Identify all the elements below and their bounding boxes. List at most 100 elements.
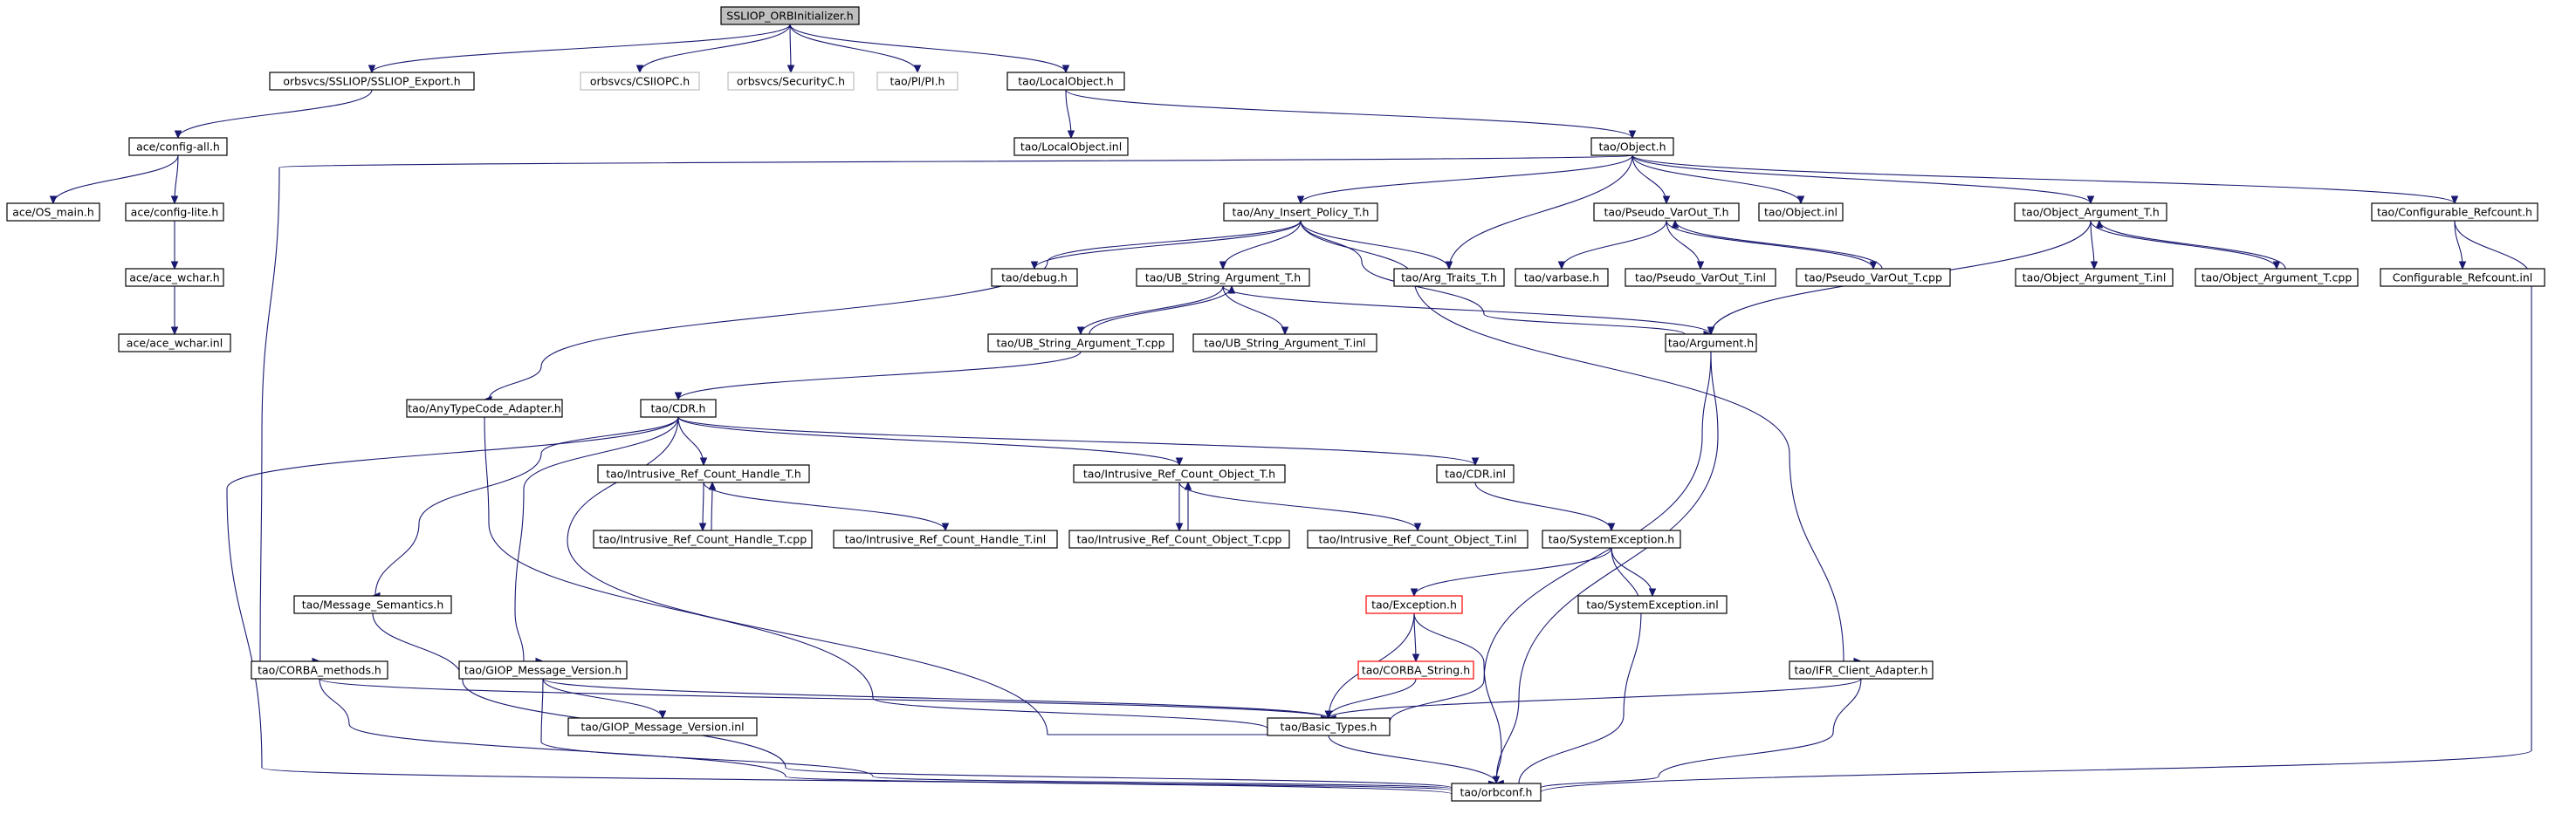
node-sysexc-h[interactable]: tao/SystemException.h (1542, 530, 1681, 549)
edge-argument-to-orbconf (1495, 351, 1719, 784)
edge-arrowhead (1671, 219, 1680, 229)
edge-line (1328, 678, 1862, 719)
node-argument[interactable]: tao/Argument.h (1665, 333, 1757, 352)
node-ssliop-export[interactable]: orbsvcs/SSLIOP/SSLIOP_Export.h (269, 72, 475, 91)
node-box (125, 202, 224, 222)
node-basic-types[interactable]: tao/Basic_Types.h (1267, 717, 1391, 736)
node-localobject-h[interactable]: tao/LocalObject.h (1006, 72, 1125, 91)
edge-config_lite-to-ace_wchar (170, 221, 179, 270)
node-sysexc-inl[interactable]: tao/SystemException.inl (1577, 595, 1728, 614)
edge-ub_string_cpp-to-ub_string (1089, 284, 1236, 335)
edge-arrowhead (1413, 523, 1422, 532)
node-ub-string-cpp[interactable]: tao/UB_String_Argument_T.cpp (987, 333, 1174, 352)
edge-arrowhead (2095, 219, 2104, 229)
edge-line (789, 24, 1067, 73)
node-object-h[interactable]: tao/Object.h (1590, 137, 1674, 156)
edge-cdr_h-to-cdr_inl (677, 416, 1480, 467)
edge-arrowhead (1324, 710, 1333, 720)
node-giop-msg[interactable]: tao/GIOP_Message_Version.h (458, 660, 628, 680)
edge-line (1474, 482, 1612, 531)
node-ifr-client[interactable]: tao/IFR_Client_Adapter.h (1789, 660, 1934, 680)
node-irch-inl[interactable]: tao/Intrusive_Ref_Count_Handle_T.inl (833, 530, 1058, 549)
node-box (1590, 137, 1674, 156)
edge-arrowhead (1412, 653, 1420, 663)
node-msg-sem[interactable]: tao/Message_Semantics.h (293, 595, 452, 614)
node-csiiopc[interactable]: orbsvcs/CSIIOPC.h (580, 72, 700, 91)
node-irch-h[interactable]: tao/Intrusive_Ref_Count_Handle_T.h (597, 464, 810, 483)
node-corba-methods[interactable]: tao/CORBA_methods.h (251, 660, 388, 680)
node-config-lite[interactable]: ace/config-lite.h (125, 202, 224, 222)
node-object-arg-cpp[interactable]: tao/Object_Argument_T.cpp (2195, 268, 2359, 287)
node-box (1758, 202, 1844, 222)
edge-anytypecode-to-basic_types (484, 416, 1330, 729)
node-root[interactable]: SSLIOP_ORBInitializer.h (720, 6, 860, 25)
node-box (125, 268, 224, 287)
node-label: tao/debug.h (1001, 271, 1068, 284)
node-pseudo-varout-inl[interactable]: tao/Pseudo_VarOut_T.inl (1625, 268, 1776, 287)
node-localobject-inl[interactable]: tao/LocalObject.inl (1013, 137, 1129, 156)
node-box (2371, 202, 2538, 222)
node-box (1577, 595, 1728, 614)
node-label: tao/LocalObject.inl (1020, 140, 1122, 154)
node-label: tao/Pseudo_VarOut_T.h (1604, 206, 1728, 219)
node-conf-refcount[interactable]: tao/Configurable_Refcount.h (2371, 202, 2538, 222)
edge-line (373, 416, 679, 597)
node-arg-traits[interactable]: tao/Arg_Traits_T.h (1393, 268, 1505, 287)
node-object-arg-inl[interactable]: tao/Object_Argument_T.inl (2015, 268, 2174, 287)
edge-arrowhead (170, 195, 179, 205)
node-orbconf[interactable]: tao/orbconf.h (1451, 783, 1542, 802)
node-config-all[interactable]: ace/config-all.h (128, 137, 228, 156)
node-irco-cpp[interactable]: tao/Intrusive_Ref_Count_Object_T.cpp (1068, 530, 1290, 549)
edge-sysexc_h-to-sysexc_inl (1611, 547, 1657, 598)
node-object-inl[interactable]: tao/Object.inl (1758, 202, 1844, 222)
node-conf-refcount-inl[interactable]: Configurable_Refcount.inl (2380, 268, 2545, 287)
node-os-main[interactable]: ace/OS_main.h (6, 202, 100, 222)
node-pseudo-varout-cpp[interactable]: tao/Pseudo_VarOut_T.cpp (1796, 268, 1951, 287)
node-box (1625, 268, 1776, 287)
edge-line (1300, 220, 1861, 662)
edge-line (1222, 285, 1712, 335)
node-ace-wchar[interactable]: ace/ace_wchar.h (125, 268, 224, 287)
edge-arrowhead (368, 65, 376, 74)
node-object-arg[interactable]: tao/Object_Argument_T.h (2014, 202, 2167, 222)
node-exception[interactable]: tao/Exception.h (1365, 595, 1463, 614)
node-securityc[interactable]: orbsvcs/SecurityC.h (727, 72, 855, 91)
node-label: tao/SystemException.h (1549, 533, 1674, 546)
edge-line (177, 89, 373, 139)
node-ub-string[interactable]: tao/UB_String_Argument_T.h (1136, 268, 1310, 287)
edge-line (1089, 285, 1233, 335)
node-box (118, 333, 231, 352)
node-corba-string[interactable]: tao/CORBA_String.h (1357, 660, 1474, 680)
node-box (1223, 202, 1378, 222)
node-box (991, 268, 1078, 287)
edge-arrowhead (170, 261, 179, 270)
node-giop-msg-inl[interactable]: tao/GIOP_Message_Version.inl (567, 717, 758, 736)
node-label: ace/ace_wchar.h (129, 271, 219, 284)
node-any-insert[interactable]: tao/Any_Insert_Policy_T.h (1223, 202, 1378, 222)
node-anytypecode[interactable]: tao/AnyTypeCode_Adapter.h (406, 399, 563, 418)
edge-pseudo_varout-to-varbase (1557, 220, 1667, 270)
edge-line (540, 678, 1497, 790)
node-pseudo-varout[interactable]: tao/Pseudo_VarOut_T.h (1593, 202, 1740, 222)
node-cdr-inl[interactable]: tao/CDR.inl (1436, 464, 1515, 483)
node-label: tao/Pseudo_VarOut_T.cpp (1804, 271, 1942, 284)
edge-irco_h-to-irco_inl (1178, 482, 1422, 532)
node-debug[interactable]: tao/debug.h (991, 268, 1078, 287)
node-irco-h[interactable]: tao/Intrusive_Ref_Count_Object_T.h (1073, 464, 1286, 483)
node-pi[interactable]: tao/PI/PI.h (876, 72, 958, 91)
node-ace-wchar-inl[interactable]: ace/ace_wchar.inl (118, 333, 231, 352)
edge-line (1178, 482, 1419, 531)
edge-arrowhead (1219, 261, 1227, 270)
node-cdr-h[interactable]: tao/CDR.h (640, 399, 717, 418)
node-label: tao/GIOP_Message_Version.inl (580, 721, 744, 734)
edge-arrowhead (1696, 261, 1705, 270)
edge-arrowhead (170, 326, 179, 336)
node-box (2015, 268, 2174, 287)
node-varbase[interactable]: tao/varbase.h (1515, 268, 1609, 287)
edge-line (259, 154, 1633, 662)
node-box (2014, 202, 2167, 222)
node-box (720, 6, 860, 25)
node-irch-cpp[interactable]: tao/Intrusive_Ref_Count_Handle_T.cpp (593, 530, 813, 549)
node-irco-inl[interactable]: tao/Intrusive_Ref_Count_Object_T.inl (1307, 530, 1528, 549)
node-ub-string-inl[interactable]: tao/UB_String_Argument_T.inl (1192, 333, 1377, 352)
